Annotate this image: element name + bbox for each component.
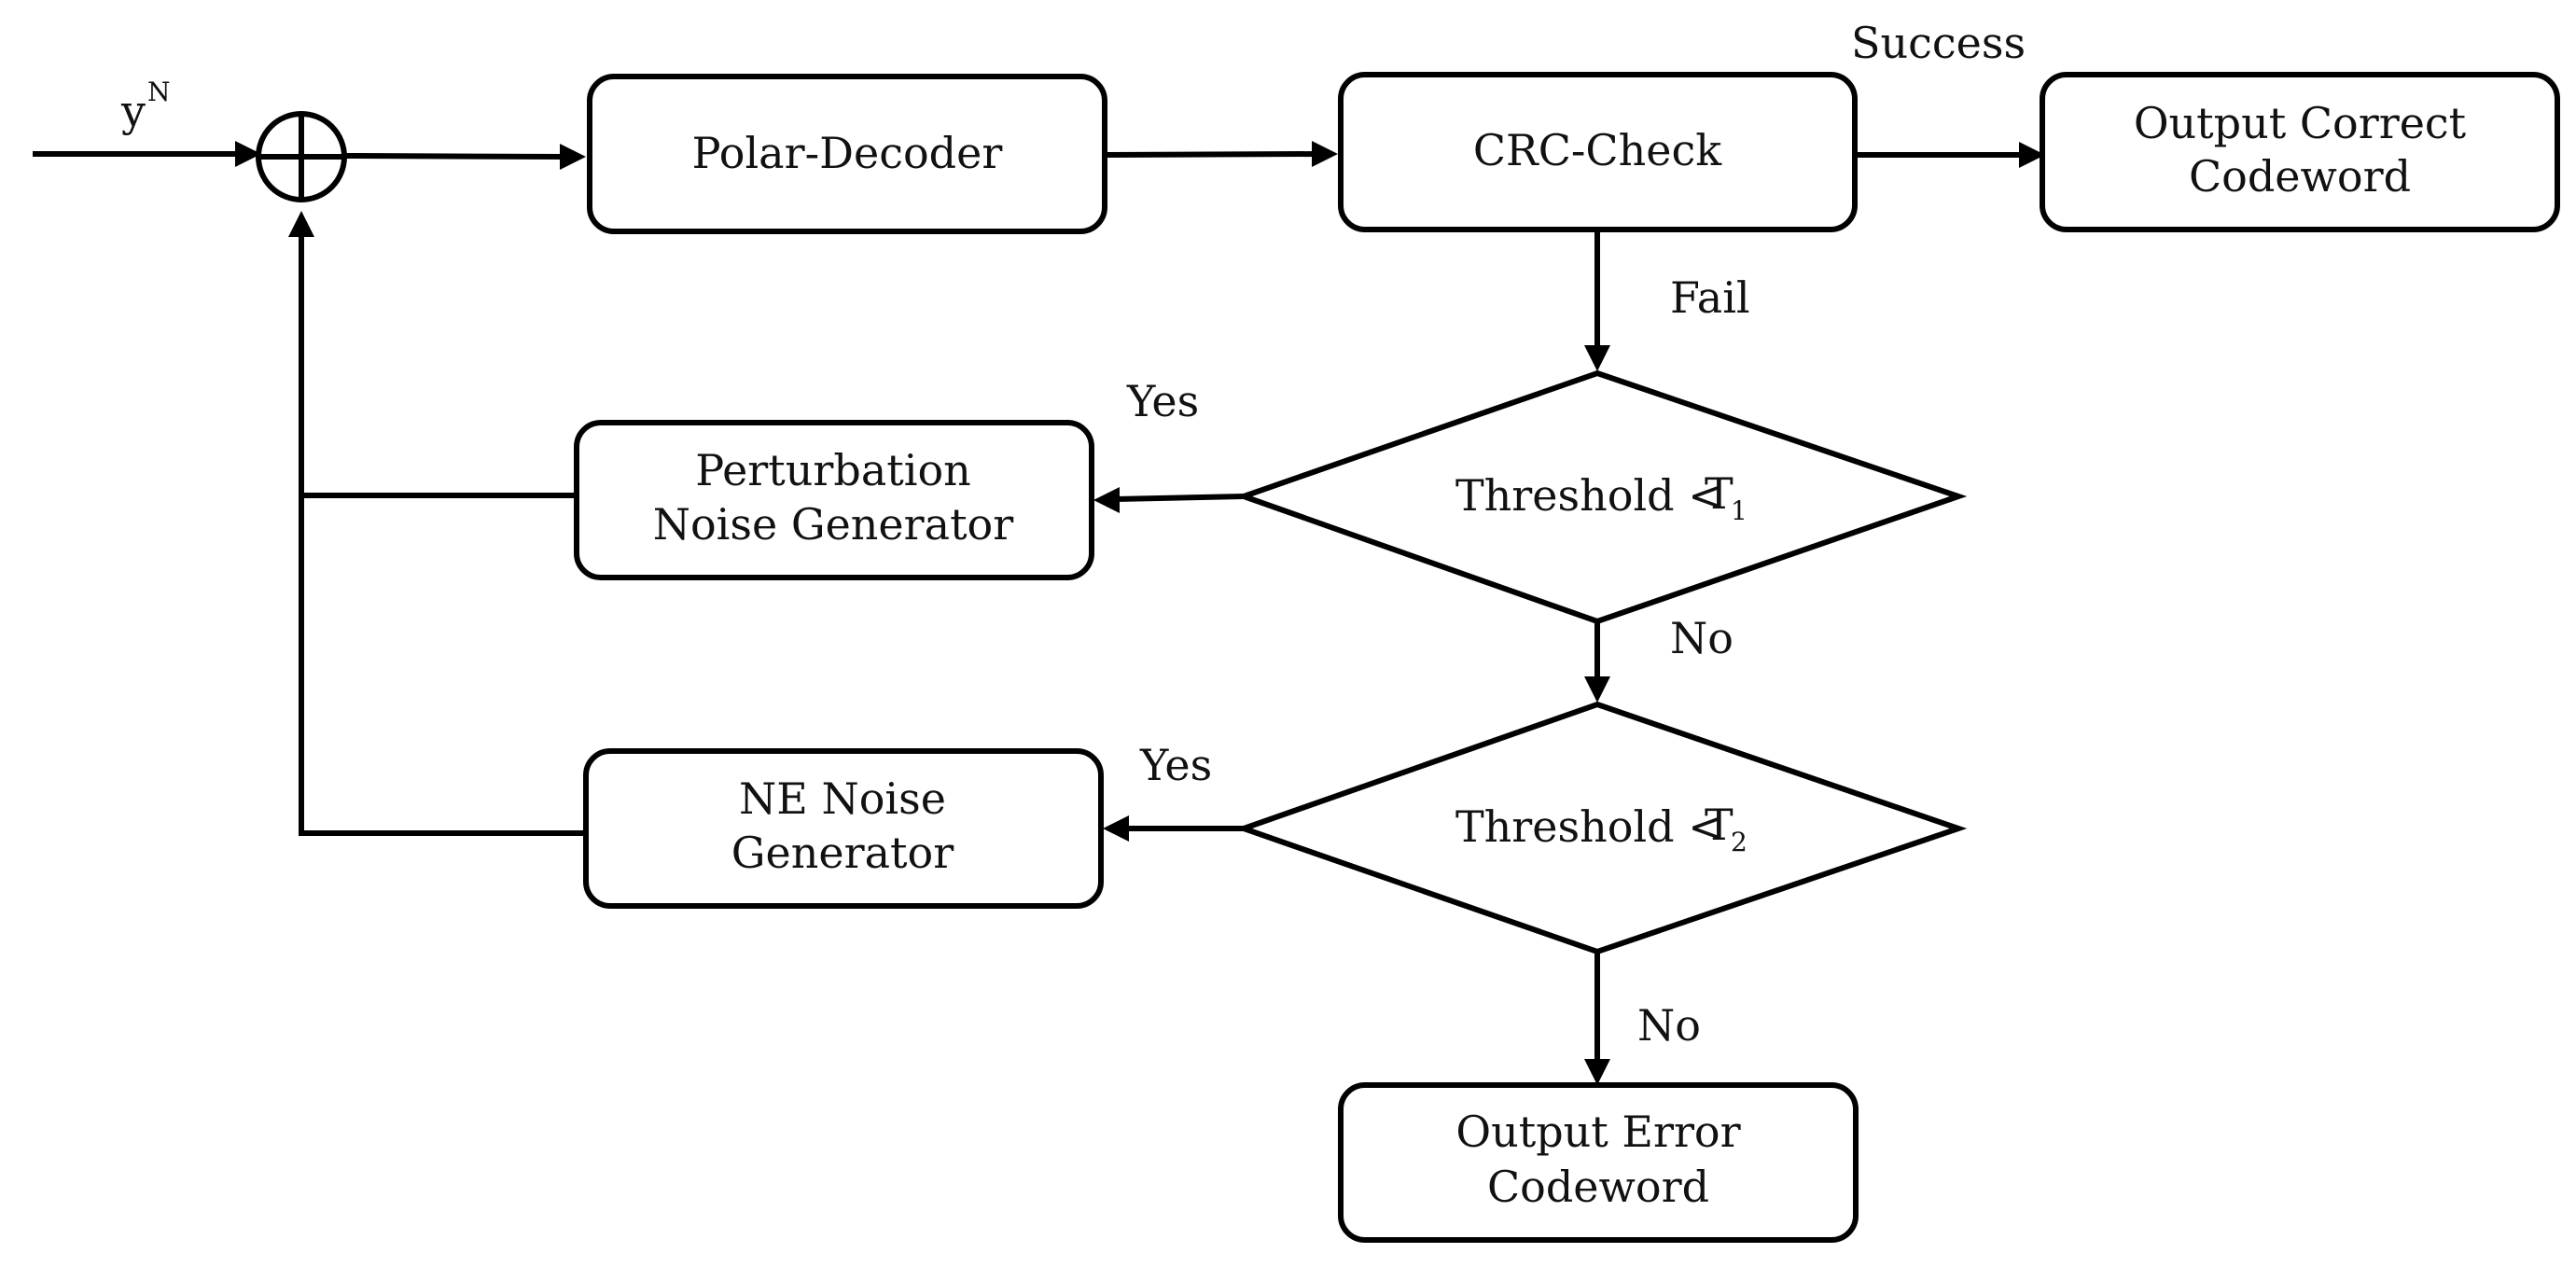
- sum-junction: [256, 111, 347, 202]
- decision2-symbol: T: [1705, 800, 1734, 850]
- decision1-label: Threshold <: [1455, 470, 1724, 521]
- feedback-ne-line: [299, 233, 586, 836]
- perturbation-box: [574, 420, 1094, 580]
- crc-check-label: CRC-Check: [1473, 125, 1722, 175]
- ne-noise-line1: NE Noise: [739, 773, 946, 824]
- edge-sum-to-decoder-arrowhead: [560, 144, 586, 170]
- decision1-symbol: T: [1705, 468, 1734, 519]
- edge-yes1-label: Yes: [1126, 376, 1199, 426]
- edge-crc-to-decision1-arrowhead: [1584, 345, 1610, 371]
- edge-success-label: Success: [1851, 18, 2026, 68]
- polar-decoder-label: Polar-Decoder: [692, 128, 1003, 178]
- decision2-subscript: 2: [1731, 827, 1748, 857]
- ne-noise-box: [583, 748, 1104, 909]
- edge-decoder-to-crc-arrowhead: [1312, 141, 1338, 167]
- output-correct-line2: Codeword: [2189, 151, 2411, 202]
- edge-decision1-to-decision2-arrowhead: [1584, 676, 1610, 703]
- edge-crc-to-output-correct-arrowhead: [2019, 142, 2045, 168]
- output-error-line2: Codeword: [1487, 1162, 1709, 1212]
- edge-decision1-to-perturbation-arrowhead: [1093, 487, 1120, 513]
- edge-decision1-to-perturbation: [1115, 494, 1245, 502]
- output-correct-box: [2040, 72, 2560, 232]
- edge-yes2-label: Yes: [1139, 740, 1212, 790]
- ne-noise-line2: Generator: [731, 828, 954, 878]
- output-correct-line1: Output Correct: [2134, 98, 2467, 148]
- input-label: y: [120, 86, 146, 136]
- output-error-box: [1338, 1082, 1859, 1243]
- perturbation-line1: Perturbation: [695, 445, 971, 495]
- decision2-label: Threshold <: [1455, 801, 1724, 852]
- crc-check-box: [1338, 72, 1858, 232]
- input-superscript: N: [147, 77, 171, 107]
- edge-no1-label: No: [1670, 613, 1734, 663]
- edge-decision2-to-ne-arrowhead: [1103, 815, 1129, 842]
- edge-fail-label: Fail: [1670, 272, 1750, 323]
- output-error-line1: Output Error: [1455, 1107, 1740, 1157]
- edge-decision2-to-output-error-arrowhead: [1584, 1059, 1610, 1085]
- input-arrowhead: [235, 141, 261, 167]
- feedback-arrowhead: [288, 211, 314, 237]
- perturbation-line2: Noise Generator: [653, 499, 1014, 550]
- polar-decoder-box: [587, 74, 1107, 234]
- edge-sum-to-decoder: [343, 153, 566, 160]
- decision1-subscript: 1: [1731, 495, 1748, 526]
- edge-decoder-to-crc: [1107, 151, 1318, 158]
- edge-no2-label: No: [1637, 1000, 1701, 1051]
